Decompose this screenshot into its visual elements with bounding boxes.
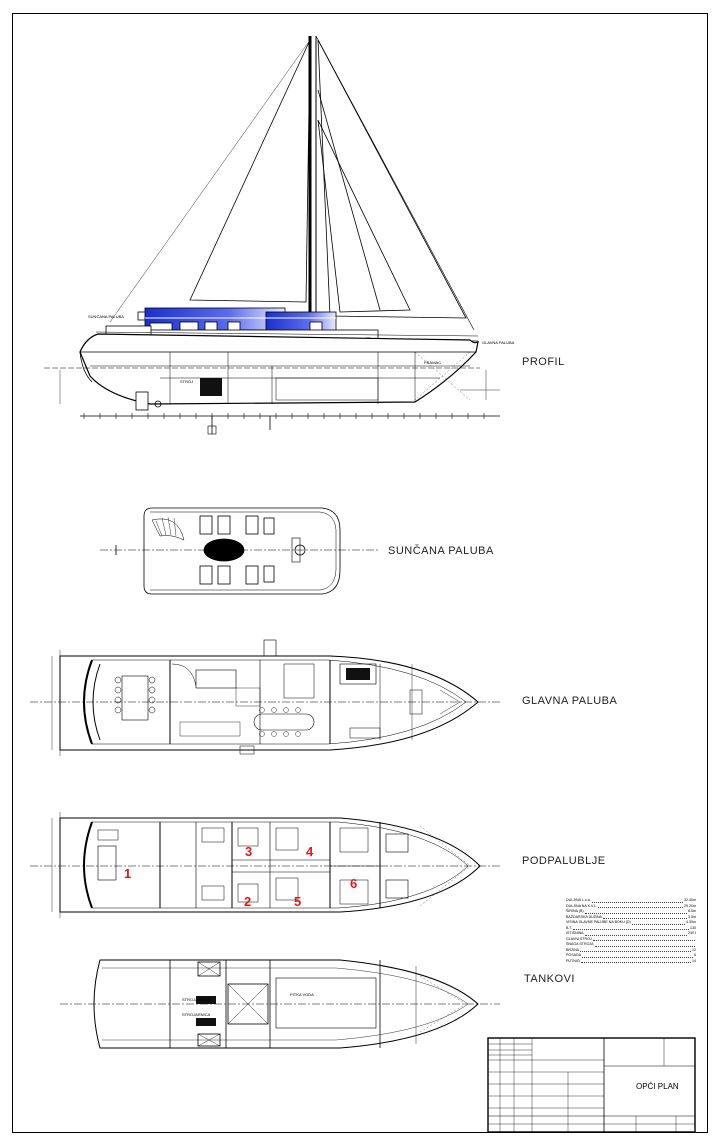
- view-label-profile: PROFIL: [522, 356, 565, 368]
- spec-row: DULJINA NA K.V.L. 29.20m: [566, 904, 696, 910]
- spec-key: ŠIRINA (B): [566, 909, 584, 913]
- spec-row: PUTNICI 14: [566, 959, 696, 965]
- cabin-number: 4: [306, 844, 314, 859]
- profile-view: [44, 35, 500, 435]
- spec-key: B.T.: [566, 925, 573, 930]
- spec-value: 6: [694, 953, 696, 957]
- spec-row: POSADA 6: [566, 953, 696, 959]
- spec-key: BAŽDARSKA DUŽINA: [566, 914, 602, 919]
- spec-value: 32.40m: [684, 898, 696, 902]
- profile-label-bow: PRAMAC: [424, 360, 441, 365]
- main-deck-view: [30, 639, 500, 756]
- spec-key: DULJINA L.o.a.: [566, 898, 591, 902]
- cabin-number: 5: [294, 894, 301, 909]
- spec-row: B.T. 130: [566, 926, 696, 932]
- drawing-frame: [12, 13, 708, 1133]
- spec-value: 4.30m: [686, 920, 696, 924]
- tank-label-engine-room: STROJARNICA: [182, 1012, 211, 1017]
- spec-key: SNAGA STROJA: [566, 942, 594, 946]
- spec-key: DULJINA NA K.V.L.: [566, 903, 598, 908]
- cabin-number: 6: [350, 876, 357, 891]
- view-label-sun-deck: SUNČANA PALUBA: [388, 545, 494, 557]
- spec-value: 130: [690, 925, 696, 930]
- tanks-view: [60, 959, 500, 1049]
- view-label-tanks: TANKOVI: [524, 973, 575, 985]
- spec-key: POSADA: [566, 953, 581, 957]
- cabin-number: 2: [244, 894, 251, 909]
- spec-value: 230 t: [688, 931, 696, 935]
- spec-key: GLAVNI STROJ: [566, 936, 592, 941]
- cabin-numbers: 1 2 3 4 5 6: [124, 844, 357, 909]
- spec-row: GLAVNI STROJ: [566, 937, 696, 943]
- tank-label-fresh-water: PITKA VODA: [290, 992, 314, 997]
- tank-label-engine-room: STROJARNICA: [182, 997, 211, 1002]
- spec-key: PUTNICI: [566, 958, 581, 963]
- drawing-title: OPĆI PLAN: [636, 1082, 679, 1091]
- cabin-number: 3: [245, 844, 252, 859]
- spec-row: ISTISNINA 230 t: [566, 931, 696, 937]
- spec-key: ISTISNINA: [566, 931, 584, 935]
- spec-value: 3.5m: [688, 914, 696, 919]
- lower-deck-view: [30, 812, 500, 918]
- spec-row: BRZINA 12: [566, 948, 696, 954]
- sun-deck-view: [100, 507, 380, 595]
- profile-label-main-deck: GLAVNA PALUBA: [482, 340, 515, 345]
- spec-value: 8.5m: [688, 909, 696, 913]
- spec-row: DULJINA L.o.a. 32.40m: [566, 898, 696, 904]
- spec-key: VISINA GLAVNE PALUBE NA BOKU (D): [566, 920, 631, 924]
- title-block: [487, 1037, 696, 1133]
- spec-value: 29.20m: [684, 903, 696, 908]
- profile-label-engine-room: STROJ: [180, 379, 193, 384]
- spec-value: 14: [692, 958, 696, 963]
- spec-row: BAŽDARSKA DUŽINA 3.5m: [566, 915, 696, 921]
- spec-value: 12: [692, 947, 696, 952]
- cabin-number: 1: [124, 866, 131, 881]
- spec-row: SNAGA STROJA: [566, 942, 696, 948]
- profile-label-sun-deck: SUNČANA PALUBA: [88, 314, 124, 319]
- spec-row: VISINA GLAVNE PALUBE NA BOKU (D) 4.30m: [566, 920, 696, 926]
- spec-row: ŠIRINA (B) 8.5m: [566, 909, 696, 915]
- view-label-main-deck: GLAVNA PALUBA: [522, 695, 618, 707]
- spec-table: DULJINA L.o.a. 32.40m DULJINA NA K.V.L. 29…: [566, 898, 696, 964]
- view-label-lower-deck: PODPALUBLJE: [522, 855, 606, 867]
- spec-key: BRZINA: [566, 947, 580, 952]
